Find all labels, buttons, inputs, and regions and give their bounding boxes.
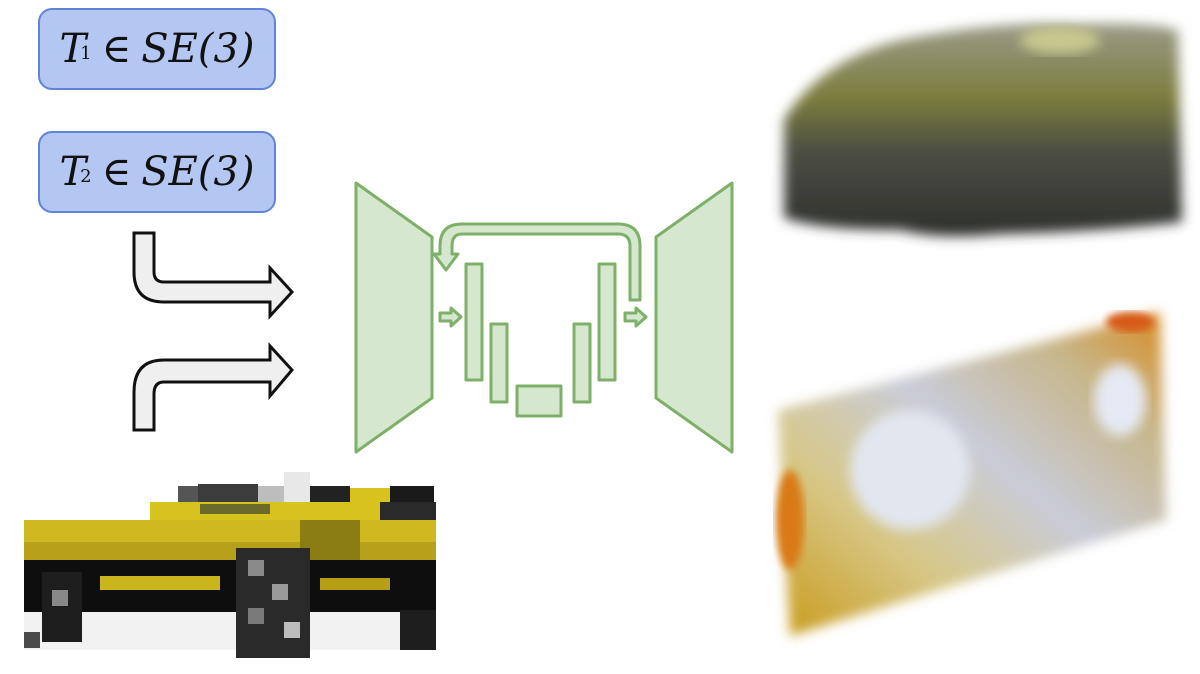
unet-bar <box>597 262 617 382</box>
small-arrow-icon <box>438 306 463 328</box>
pose-group: SE(3) <box>141 149 255 195</box>
unet-bottleneck <box>515 384 563 418</box>
encoder-trapezoid <box>354 181 434 454</box>
unet-bar <box>572 322 592 404</box>
unet-bar <box>489 322 509 404</box>
curved-arrow-icon <box>132 231 295 320</box>
pose-symbol: T <box>59 26 87 72</box>
pose-group: SE(3) <box>141 26 255 72</box>
curved-arrow-icon <box>132 342 294 432</box>
pose-subscript: 1 <box>80 42 92 64</box>
small-arrow-icon <box>623 306 648 328</box>
pose-subscript: 2 <box>80 165 92 187</box>
encoder-unet-decoder-icon <box>354 181 734 454</box>
output-car-image-top <box>784 23 1182 237</box>
skip-arrow-icon <box>432 222 642 302</box>
unet-bar <box>464 262 484 382</box>
output-car-image-bottom <box>776 312 1166 636</box>
decoder-trapezoid <box>654 181 734 454</box>
pose-relation: ∈ <box>101 149 132 195</box>
pose-symbol: T <box>59 149 87 195</box>
input-car-image <box>24 472 436 658</box>
pose-relation: ∈ <box>101 26 132 72</box>
